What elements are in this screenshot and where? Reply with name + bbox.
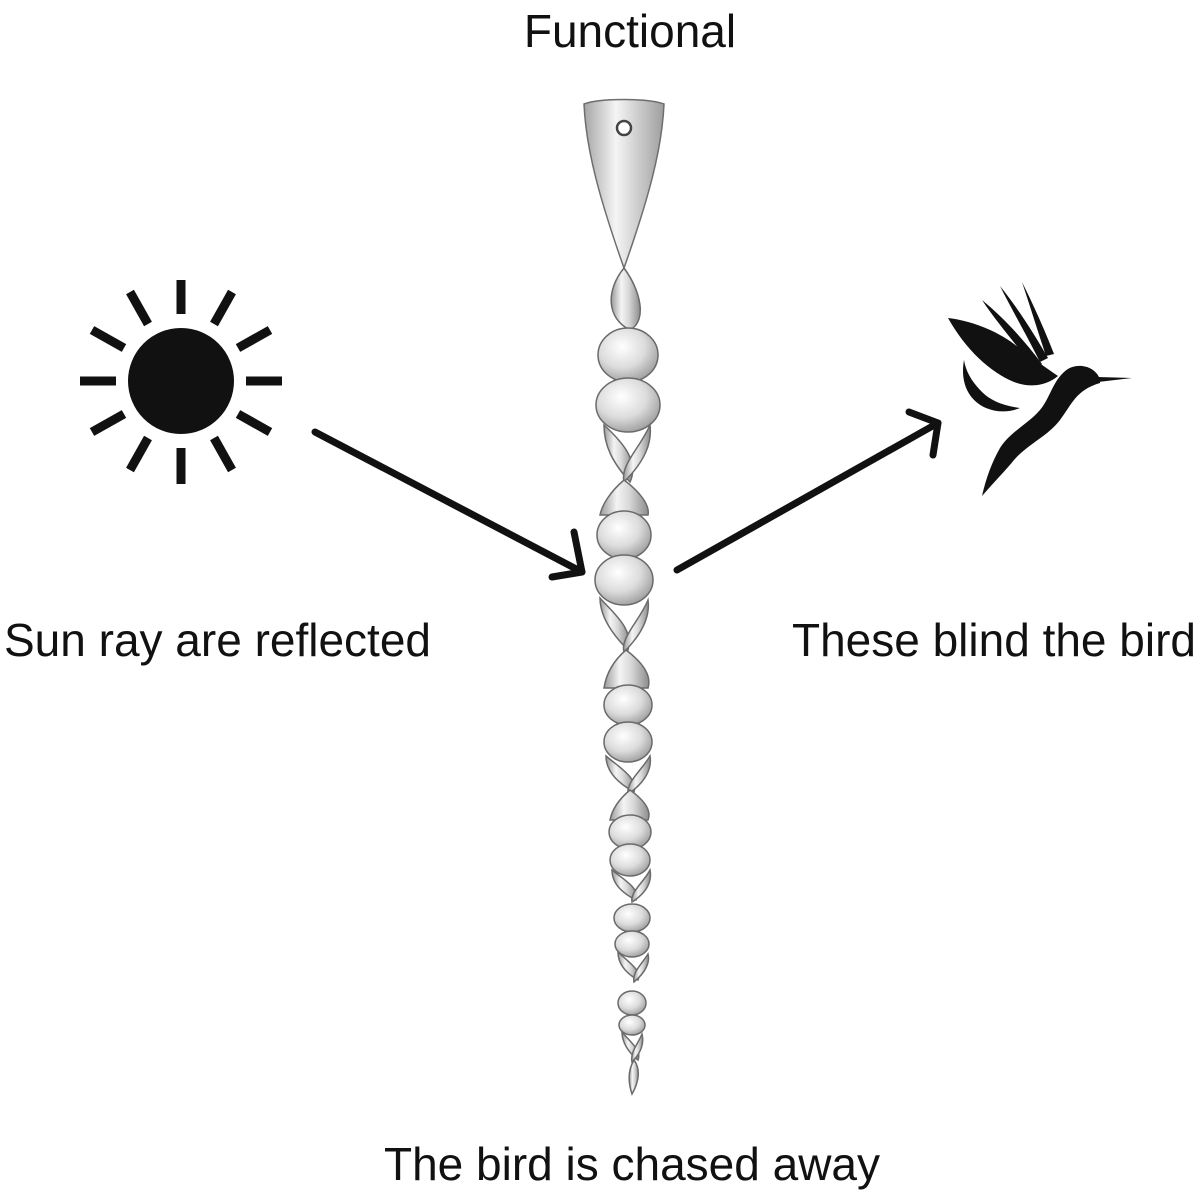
reflective-spiral-rod [583, 98, 665, 1096]
reflected-ray-arrow [673, 408, 942, 574]
blind-bird-caption: These blind the bird [791, 614, 1196, 666]
diagram-title: Functional [523, 5, 737, 57]
hummingbird-icon [948, 282, 1132, 496]
spiral-cap [583, 98, 665, 271]
sun-icon [80, 280, 282, 484]
sun-disc [128, 328, 234, 434]
hanging-hole [615, 119, 633, 137]
bird-chased-caption: The bird is chased away [383, 1138, 881, 1190]
sun-reflection-caption: Sun ray are reflected [4, 614, 432, 666]
incoming-ray-arrow [311, 428, 586, 581]
sun-rays [80, 280, 282, 484]
